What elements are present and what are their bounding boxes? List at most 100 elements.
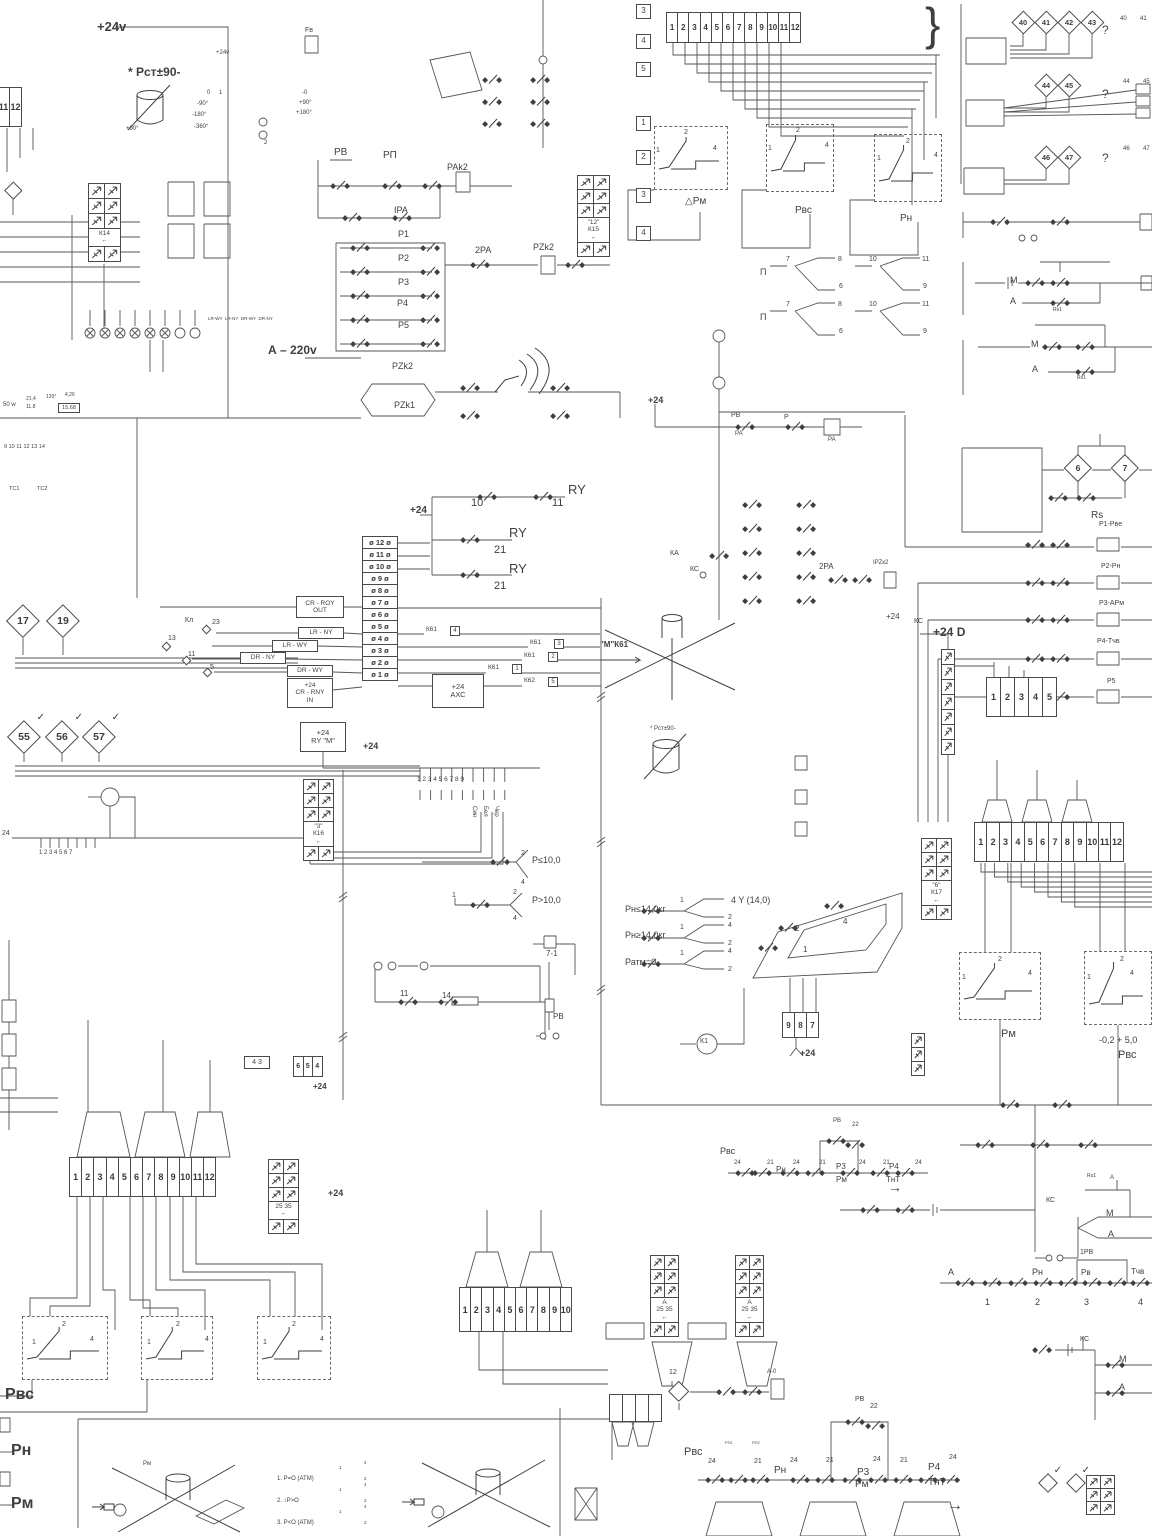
text-label: 45 [1143, 79, 1150, 85]
contact-icon [735, 1167, 756, 1177]
contact-cell [593, 175, 610, 190]
contact-icon [1025, 277, 1046, 287]
contact-icon [796, 523, 817, 533]
text-label: 1 [263, 1339, 267, 1346]
text-label: +180° [296, 110, 312, 116]
text-label: +24 [886, 612, 900, 621]
relay-row [941, 664, 955, 680]
text-label: А [1010, 296, 1017, 306]
contact-cell [593, 189, 610, 204]
text-label: -180° [192, 112, 207, 118]
text-label: РВ [855, 1396, 865, 1403]
text-label: Рм [855, 1479, 869, 1490]
check-icon: ✓ [74, 712, 83, 723]
text-label: П [760, 267, 767, 277]
text-label: 6 [839, 283, 843, 290]
text-label: PAk2 [447, 162, 468, 172]
text-label: К1 [700, 1038, 708, 1045]
text-label: * Рст±90- [128, 65, 181, 79]
text-label: +24v [97, 19, 127, 34]
relay-row [303, 779, 334, 794]
text-label: "М"К61 [600, 640, 629, 649]
text-label: -0 [302, 90, 308, 96]
contact-icon [1050, 614, 1071, 624]
text-label: 9 [923, 283, 927, 290]
contact-cell [941, 709, 955, 725]
terminal-cell: 7 [1048, 822, 1062, 862]
relay-row [577, 242, 610, 258]
terminal-cell: 4 [1028, 677, 1043, 717]
contact-icon [742, 571, 763, 581]
diamond-node [4, 181, 22, 199]
relay-row [650, 1255, 679, 1270]
text-label: ТнТ [886, 1175, 901, 1184]
diamond-number: 7 [1122, 463, 1128, 473]
check-icon: ✓ [1081, 1465, 1090, 1476]
contact-icon [1050, 216, 1071, 226]
text-label: P>10,0 [532, 895, 561, 905]
contact-icon [420, 266, 441, 276]
wire-label-box: 4 [450, 626, 460, 636]
relay-contact-block: "12" К15 ← [577, 175, 610, 258]
text-label: 1 [339, 1509, 342, 1514]
diamond-node: 6 [1064, 454, 1092, 482]
terminal-cell: 4 [1011, 822, 1025, 862]
text-label: 3 [1084, 1297, 1090, 1307]
horn-icon [494, 347, 550, 395]
relay-row [303, 846, 334, 862]
diamond-node: 43 [1080, 10, 1104, 34]
diamond-number: 41 [1041, 17, 1051, 27]
text-label: 24 [793, 1160, 800, 1166]
contact-icon [460, 569, 481, 579]
wire-label-box: 1 [636, 116, 651, 131]
text-label: 1 [680, 950, 684, 957]
contact-cell [650, 1269, 665, 1284]
text-label: PZk2 [533, 242, 555, 252]
contact-cell [735, 1283, 750, 1298]
text-label: 21 [494, 580, 507, 592]
diamond-node [668, 1381, 690, 1403]
text-label: 10 [869, 256, 877, 263]
contact-cell [911, 1047, 925, 1062]
text-label: 1 2 3 4 5 6 7 8 9 [417, 776, 464, 783]
diamond-node [161, 641, 171, 651]
contact-icon [1078, 1139, 1099, 1149]
contact-cell [283, 1187, 299, 1202]
relay-row [577, 189, 610, 204]
text-label: Rs1 [1087, 1173, 1096, 1179]
diamond-number: 55 [18, 731, 30, 743]
contact-icon [1082, 1277, 1103, 1287]
contact-cell [1100, 1501, 1115, 1515]
contact-icon [460, 410, 481, 420]
text-label: 4 [934, 152, 938, 159]
relay-row [88, 245, 121, 262]
contact-icon [530, 96, 551, 106]
relay-label: А 25 35 ← [735, 1297, 764, 1324]
relay-row [650, 1322, 679, 1338]
diamond-node [202, 667, 212, 677]
terminal-cell: 10 [1085, 822, 1099, 862]
text-label: РВ [334, 147, 348, 158]
relay-row [88, 213, 121, 229]
relay-contact-block: А 25 35 ← [735, 1255, 764, 1338]
contact-icon [868, 1474, 889, 1484]
diamond-number: 47 [1064, 152, 1074, 162]
text-label: Fв [305, 27, 313, 34]
text-label: Рвс [684, 1446, 703, 1458]
diamond-node: 57✓ [82, 712, 120, 754]
text-label: М [1119, 1354, 1127, 1364]
contact-cell [577, 175, 594, 190]
relay-row [941, 724, 955, 740]
relay-row [941, 649, 955, 665]
relay-row [650, 1269, 679, 1284]
terminal-cell: 11 [1097, 822, 1112, 862]
text-label: КС [1080, 1336, 1090, 1343]
contact-icon [705, 1474, 726, 1484]
contact-cell [650, 1255, 665, 1270]
diamond-number [181, 655, 191, 665]
text-label: +24 [363, 741, 379, 751]
wire-label-box: 4 [636, 226, 651, 241]
text-label: 5 [210, 664, 214, 671]
terminal-cell [635, 1394, 649, 1422]
